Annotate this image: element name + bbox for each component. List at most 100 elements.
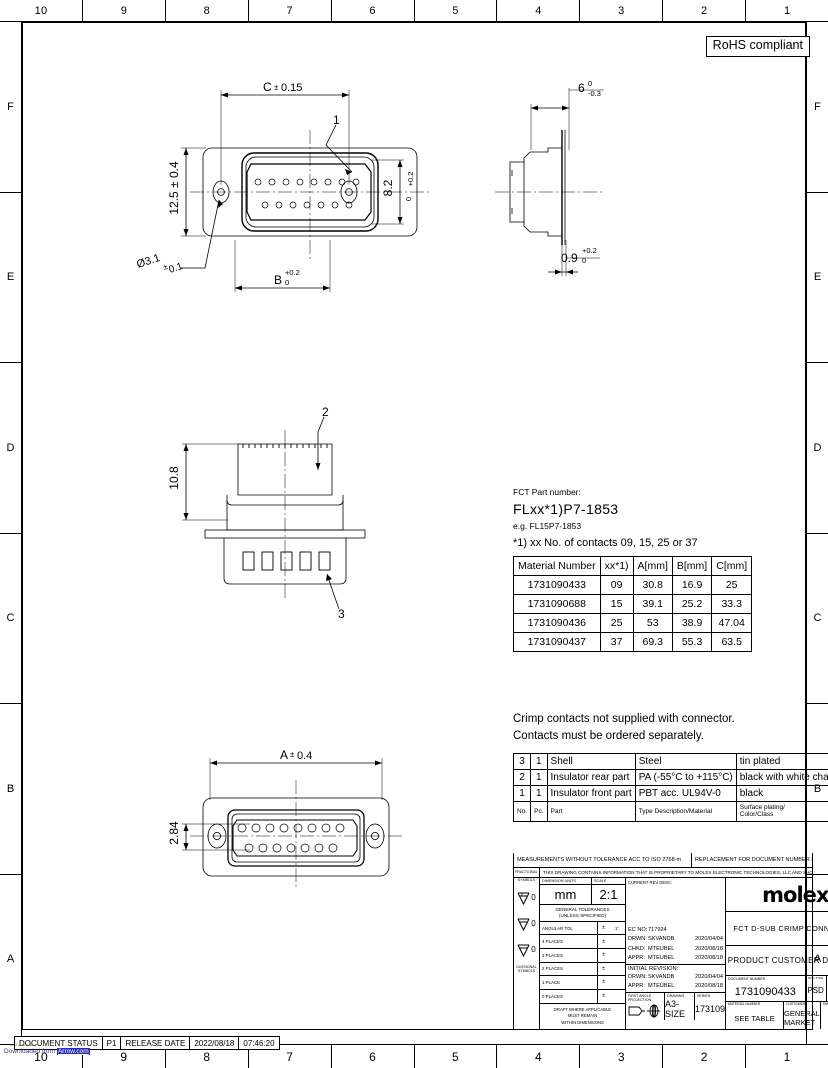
cell-c: 63.5 (711, 632, 753, 652)
measurements-tolerance-note: MEASUREMENTS WITHOUT TOLERANCE ACC TO IS… (514, 853, 692, 867)
bill-of-materials-table: 3 1 Shell Steel tin plated 2 1 Insulator… (512, 753, 828, 822)
col-c: C[mm] (711, 556, 753, 576)
ec-number-row: EC NO: 717924 (626, 926, 725, 935)
ruler-top-cell: 5 (415, 0, 498, 21)
proprietary-notice-row: FRACTIONAL THIS DRAWING CONTAINS INFORMA… (513, 868, 813, 878)
rohs-compliant-badge: RoHS compliant (705, 36, 810, 57)
ruler-bottom: 10 9 8 7 6 5 4 3 2 1 (0, 1044, 828, 1068)
sheet-number-cell: SHEET NUMBER 1 OF 1 (821, 1002, 828, 1029)
drawing-inner-frame (22, 22, 806, 1030)
bom-pc: 1 (530, 769, 548, 786)
bom-part: Insulator front part (546, 785, 636, 802)
draft-note-l2: MUST REMAIN (567, 1013, 598, 1019)
surface-finish-icon (517, 944, 530, 958)
general-tolerances-header: GENERAL TOLERANCES (UNLESS SPECIFIED) (540, 905, 625, 922)
customer-value: GENERAL MARKET (784, 1009, 820, 1028)
tolerance-label: 0 PLACES (542, 993, 563, 999)
bom-surface: black with white chamber marking (735, 769, 828, 786)
revision-divider (626, 964, 725, 966)
drawn-row: DRWN: SKVANDB 2020/04/04 (626, 935, 725, 944)
material-number-cell: MATERIAL NUMBER SEE TABLE (726, 1002, 784, 1029)
col-contacts: xx*1) (599, 556, 634, 576)
tolerance-row-2places: 2 PLACES ± (540, 962, 625, 977)
chkd-date: 2020/08/18 (695, 945, 723, 952)
cell-material-number: 1731090437 (513, 632, 601, 652)
bom-pc: 1 (530, 785, 548, 802)
tolerance-row-1place: 1 PLACE ± (540, 976, 625, 990)
scale-header: SCALE (594, 879, 607, 883)
replacement-document-note: REPLACEMENT FOR DOCUMENT NUMBER FyxxP7-1… (695, 857, 812, 863)
bom-part: Insulator rear part (546, 769, 636, 786)
series-cell: SERIES 173109 (693, 992, 725, 1020)
drwn-date: 2020/04/04 (695, 936, 723, 943)
appr-value: MTEUBEL (648, 954, 675, 961)
cell-a: 30.8 (632, 575, 673, 595)
bom-type: Steel (634, 753, 737, 770)
ruler-right-cell: F (807, 22, 828, 193)
surface-finish-icon (517, 918, 530, 932)
ruler-top-cell: 1 (783, 4, 791, 17)
bom-type: PA (-55°C to +115°C) (634, 769, 737, 786)
initial-drawn-row: DRWN: SKVANDB 2020/04/04 (626, 973, 725, 982)
symbols-header-text: SYMBOLS (517, 878, 536, 882)
crimp-note-line2: Contacts must be ordered separately. (513, 730, 704, 743)
table-row: 3 1 Shell Steel tin plated (512, 753, 828, 770)
init-drwn-value: SKVANDB (648, 974, 675, 981)
tolerance-row-4places: 4 PLACES ± (540, 935, 625, 949)
initial-approved-row: APPR: MTEUBEL 2020/08/18 (626, 982, 725, 991)
sheet-header: SHEET NUMBER (822, 1002, 828, 1006)
ruler-top-cell: 4 (497, 0, 581, 21)
table-header-row: No. Pc. Part Type Description/Material S… (512, 801, 828, 822)
ruler-right-cell: E (807, 193, 828, 363)
ruler-top-cell: 9 (83, 0, 166, 21)
units-scale-values: mm 2:1 (540, 885, 625, 905)
release-date-value: 2022/08/18 (190, 1037, 240, 1049)
ruler-bottom-cell: 4 (497, 1045, 581, 1068)
cell-contacts: 15 (599, 594, 634, 614)
release-date-label: RELEASE DATE (121, 1037, 191, 1049)
col-material-number: Material Number (513, 556, 601, 576)
surface-finish-symbol-row: 0 (514, 911, 539, 937)
appr-date: 2020/08/18 (695, 954, 723, 961)
cell-b: 16.9 (671, 575, 713, 595)
tolerance-label: 3 PLACES (542, 952, 563, 958)
customer-header: CUSTOMER (786, 1002, 806, 1006)
drawing-value: A3-SIZE (665, 999, 686, 1020)
cell-contacts: 09 (599, 575, 634, 595)
ruler-right-cell: C (807, 534, 828, 704)
drawing-type-title: PRODUCT CUSTOMER DRAWING (726, 946, 828, 976)
fct-part-number-label: FCT Part number: (513, 487, 581, 497)
doc-type-value: PSD (807, 986, 824, 995)
cell-c: 25 (711, 575, 753, 595)
divisional-l2: SYMBOLS (517, 968, 536, 973)
tolerance-row-angular: ANGULAR TOL ± 1° (540, 921, 625, 936)
series-header: SERIES (696, 993, 711, 998)
download-watermark: Need more options? Downloaded from Arrow… (4, 1043, 90, 1055)
drwn-label: DRWN: (628, 936, 647, 943)
tolerances-column: DIMENSION UNITS SCALE mm 2:1 GENERAL TOL… (540, 878, 626, 1029)
col-a: A[mm] (632, 556, 673, 576)
init-appr-label: APPR: (628, 983, 645, 990)
tolerance-label: 4 PLACES (542, 939, 563, 945)
series-value: 173109 (694, 1004, 725, 1015)
document-number-value: 1731090433 (734, 985, 796, 998)
ruler-bottom-cell: 9 (83, 1045, 166, 1068)
proprietary-notice-text: THIS DRAWING CONTAINS INFORMATION THAT I… (543, 870, 812, 875)
symbols-column: SYMBOLS ∇ 0 0 0 (514, 878, 540, 1029)
units-value: mm (540, 885, 592, 904)
arrow-com-link[interactable]: Arrow.com (56, 1048, 90, 1055)
bom-pc: 1 (530, 753, 548, 770)
ruler-top-cell: 2 (663, 0, 747, 21)
ruler-left: F E D C B A (0, 22, 22, 1044)
bom-header-pc: Pc. (530, 801, 548, 822)
crimp-note-line1: Crimp contacts not supplied with connect… (513, 713, 735, 725)
symbol-value: 0 (531, 945, 536, 955)
document-status-value: P1 (103, 1037, 122, 1049)
first-angle-projection-icon (626, 1003, 664, 1020)
surface-finish-icon: ∇ (517, 891, 530, 906)
ruler-bottom-cell: 10 (0, 1045, 83, 1068)
current-rev-desc-header: CURRENT REV DESC: (628, 880, 673, 885)
ruler-bottom-cell: 7 (249, 1045, 332, 1068)
release-time-value: 07:46:20 (243, 1038, 275, 1048)
drwn-value: SKVANDB (648, 936, 675, 943)
